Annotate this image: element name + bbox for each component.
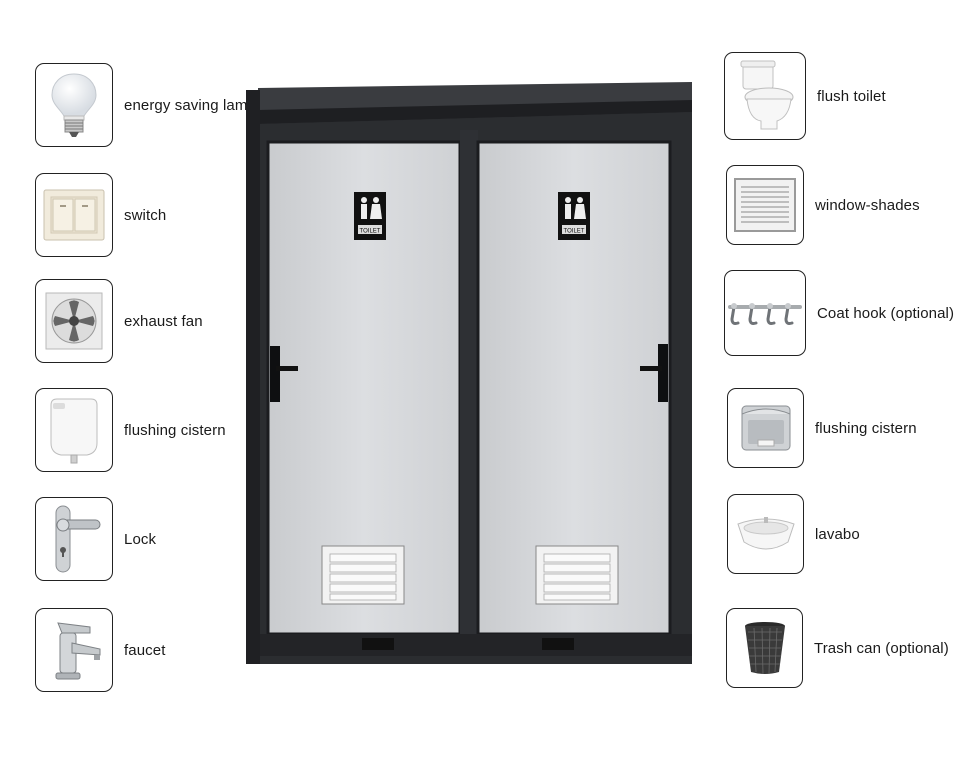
feature-lavabo: lavabo <box>727 494 860 574</box>
feature-energy-saving-lamp: energy saving lamp <box>35 63 256 147</box>
coat-hook-icon <box>724 270 806 356</box>
door-lock-icon <box>35 497 113 581</box>
sink-icon <box>727 494 804 574</box>
feature-lock: Lock <box>35 497 156 581</box>
feature-label: flushing cistern <box>815 419 917 437</box>
feature-label: switch <box>124 206 167 224</box>
cistern-icon <box>35 388 113 472</box>
feature-label: Trash can (optional) <box>814 639 949 657</box>
feature-label: flush toilet <box>817 87 886 105</box>
feature-trash-can: Trash can (optional) <box>726 608 949 688</box>
right-door: TOILET <box>476 140 672 636</box>
trash-can-icon <box>726 608 803 688</box>
feature-label: lavabo <box>815 525 860 543</box>
exhaust-fan-icon <box>35 279 113 363</box>
feature-exhaust-fan: exhaust fan <box>35 279 203 363</box>
feature-faucet: faucet <box>35 608 165 692</box>
feature-label: window-shades <box>815 196 920 214</box>
door-sign-text: TOILET <box>564 229 585 235</box>
feature-window-shades: window-shades <box>726 165 920 245</box>
feature-label: exhaust fan <box>124 312 203 330</box>
feature-switch: switch <box>35 173 166 257</box>
feature-coat-hook: Coat hook (optional) <box>724 270 954 356</box>
feature-label: Coat hook (optional) <box>817 304 955 322</box>
paper-holder-icon <box>727 388 804 468</box>
feature-label: energy saving lamp <box>124 96 256 114</box>
toilet-icon <box>724 52 806 140</box>
feature-label: Lock <box>124 530 157 548</box>
bulb-icon <box>35 63 113 147</box>
switch-icon <box>35 173 113 257</box>
feature-label: faucet <box>124 641 166 659</box>
left-door: TOILET <box>266 140 462 636</box>
feature-flush-toilet: flush toilet <box>724 52 886 140</box>
window-shades-icon <box>726 165 804 245</box>
toilet-cabin-image: TOILET TOILET <box>246 82 692 664</box>
feature-flushing-cistern: flushing cistern <box>35 388 226 472</box>
faucet-icon <box>35 608 113 692</box>
feature-paper-holder: flushing cistern <box>727 388 917 468</box>
feature-label: flushing cistern <box>124 421 226 439</box>
door-sign-text: TOILET <box>360 229 381 235</box>
